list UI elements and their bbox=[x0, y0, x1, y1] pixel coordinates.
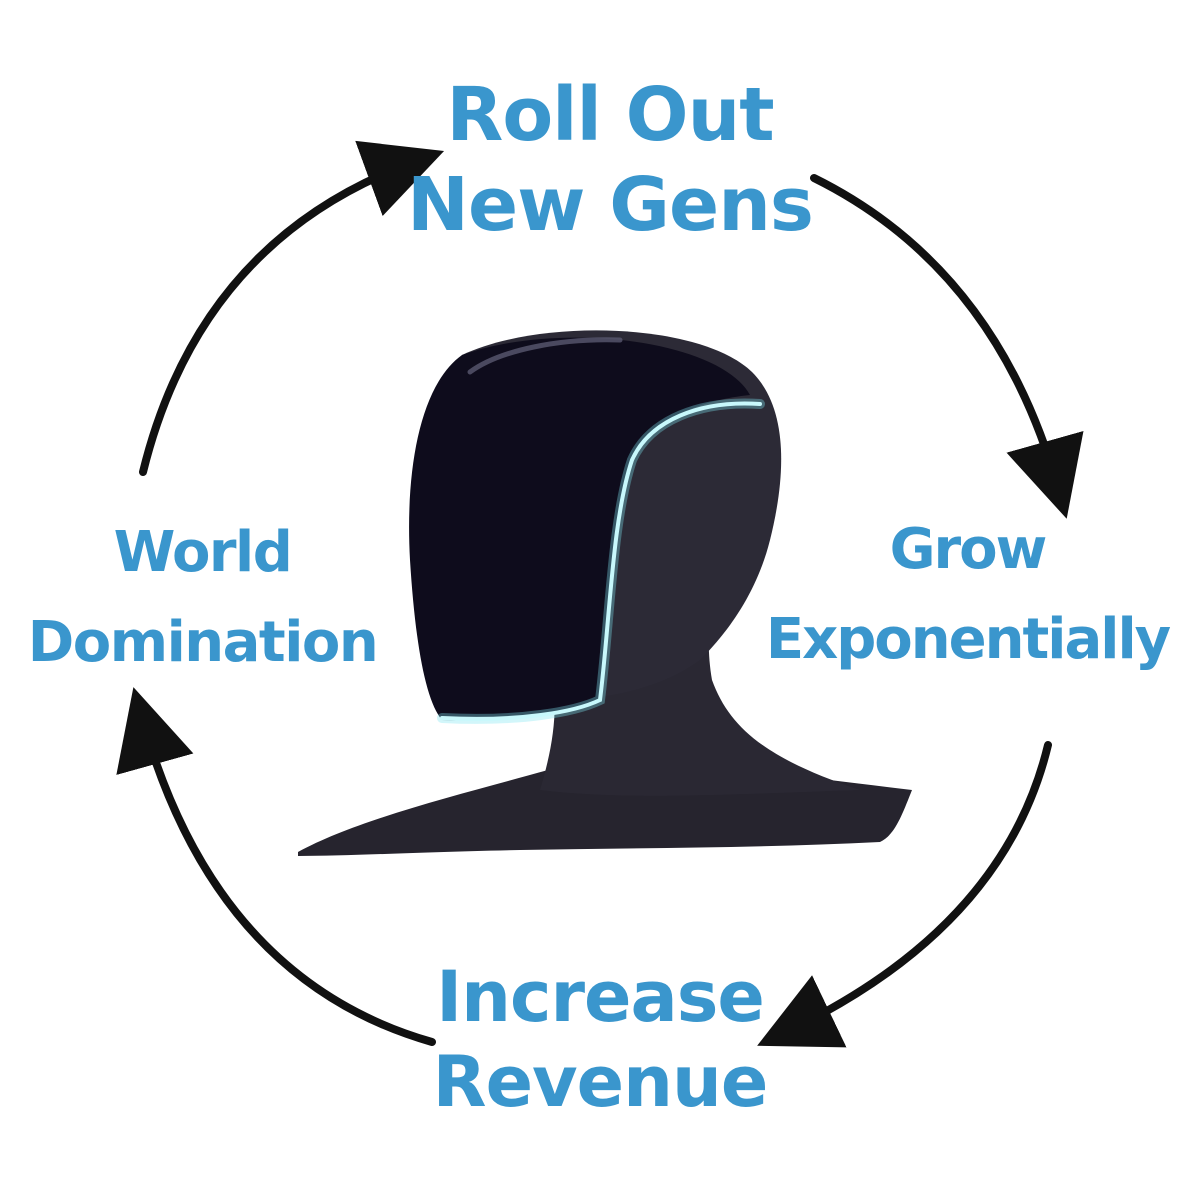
stage-label-line: Increase bbox=[436, 956, 765, 1038]
stage-label-line: Roll Out bbox=[446, 72, 774, 158]
robot-visor bbox=[409, 337, 750, 721]
visor-highlight bbox=[467, 337, 623, 375]
stage-label-increase-revenue: Increase Revenue bbox=[395, 955, 805, 1126]
stage-label-line: Grow bbox=[889, 517, 1048, 582]
stage-label-line: Revenue bbox=[432, 1041, 769, 1124]
glow-line-core bbox=[440, 401, 762, 721]
arrow-left-to-top bbox=[139, 140, 445, 476]
robot-head-icon bbox=[298, 330, 912, 856]
stage-label-line: Exponentially bbox=[765, 606, 1171, 672]
stage-label-line: World bbox=[113, 520, 293, 585]
stage-label-line: New Gens bbox=[407, 162, 814, 249]
stage-label-roll-out-new-gens: Roll Out New Gens bbox=[380, 70, 840, 251]
stage-label-world-domination: World Domination bbox=[5, 508, 400, 687]
arrow-bottom-to-left bbox=[116, 687, 436, 1046]
arrow-right-to-bottom bbox=[757, 741, 1052, 1048]
stage-label-line: Domination bbox=[27, 609, 379, 675]
arrow-top-to-right bbox=[810, 174, 1084, 519]
stage-label-grow-exponentially: Grow Exponentially bbox=[740, 505, 1195, 684]
